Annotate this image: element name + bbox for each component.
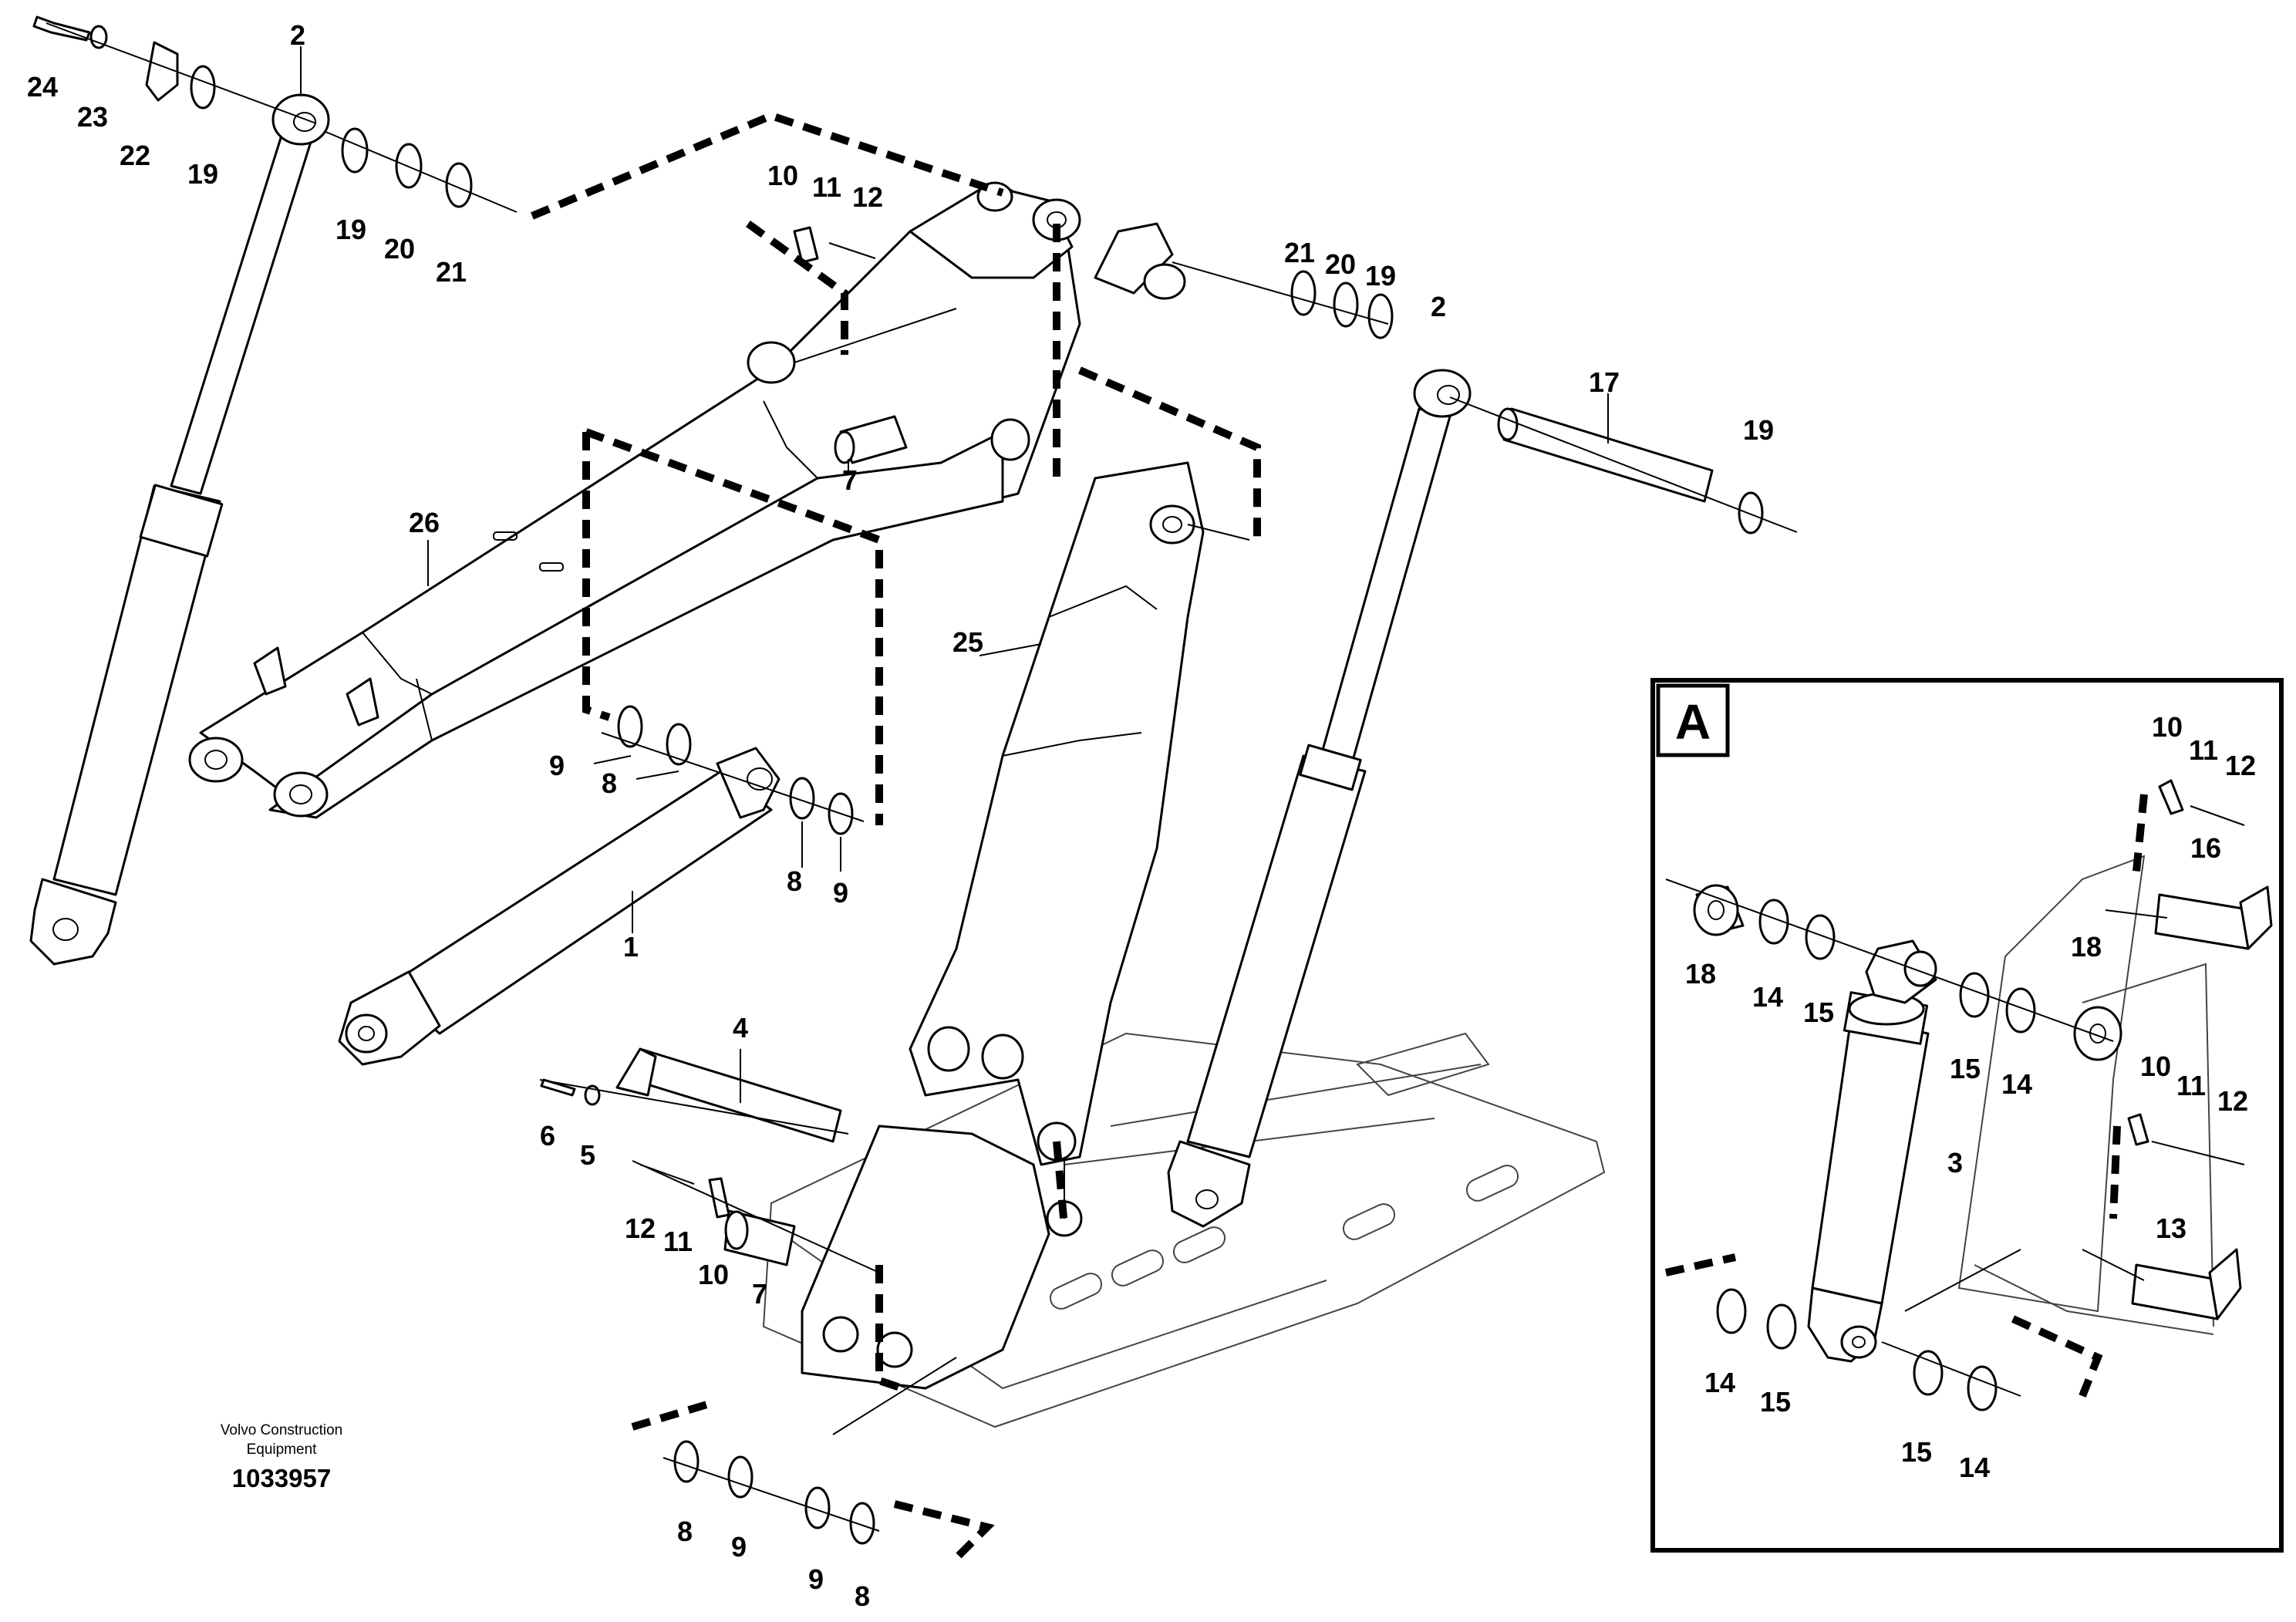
callout-23: 23 <box>77 101 108 133</box>
caption-subtitle: Equipment <box>247 1442 318 1458</box>
callout-19: 19 <box>1743 414 1774 446</box>
callout-21: 21 <box>1284 237 1315 268</box>
pin-4 <box>615 1047 842 1143</box>
washers <box>32 15 1764 1545</box>
callout-8: 8 <box>787 865 802 897</box>
callout-9: 9 <box>731 1531 747 1563</box>
callout-25: 25 <box>952 626 983 658</box>
callout-11: 11 <box>663 1226 693 1257</box>
callout-19: 19 <box>335 214 366 245</box>
callout-10: 10 <box>767 160 798 191</box>
callout-4: 4 <box>733 1012 748 1044</box>
callout-13: 13 <box>2156 1212 2186 1244</box>
callout-11: 11 <box>812 171 841 203</box>
arm-cylinder <box>338 747 781 1066</box>
callout-24: 24 <box>27 71 58 103</box>
callout-18: 18 <box>2071 931 2102 963</box>
callout-16: 16 <box>2190 832 2221 864</box>
boom-cylinder-right <box>1167 369 1472 1228</box>
callout-19: 19 <box>1365 260 1396 292</box>
figure-caption: Volvo Construction Equipment 1033957 <box>221 1422 342 1492</box>
inset-label: A <box>1675 694 1711 750</box>
caption-number: 1033957 <box>232 1464 331 1492</box>
inset-frame <box>1650 678 2284 1553</box>
callout-5: 5 <box>580 1139 595 1171</box>
pin-7-top <box>834 415 908 464</box>
callout-21: 21 <box>436 256 467 288</box>
callout-7: 7 <box>752 1278 767 1310</box>
boom-cylinder-left <box>29 93 330 966</box>
callout-14: 14 <box>1752 981 1783 1013</box>
callouts: 24 23 22 19 2 19 20 21 10 11 12 7 26 21 … <box>27 19 2256 1612</box>
callout-15: 15 <box>1901 1436 1932 1468</box>
callout-12: 12 <box>2217 1085 2248 1117</box>
callout-8: 8 <box>602 767 617 799</box>
callout-10: 10 <box>2140 1050 2171 1082</box>
callout-2: 2 <box>290 19 305 51</box>
inset-label-box <box>1656 683 1730 757</box>
callout-17: 17 <box>1589 366 1620 398</box>
callout-11: 11 <box>2176 1070 2206 1101</box>
callout-15: 15 <box>1760 1386 1791 1418</box>
callout-8: 8 <box>855 1580 870 1612</box>
callout-9: 9 <box>833 877 848 909</box>
callout-2: 2 <box>1431 291 1446 322</box>
callout-10: 10 <box>698 1259 729 1290</box>
callout-12: 12 <box>625 1212 656 1244</box>
callout-11: 11 <box>2189 734 2218 766</box>
inset-a: A <box>1650 678 2284 1553</box>
callout-12: 12 <box>2225 750 2256 781</box>
callout-26: 26 <box>409 507 440 538</box>
callout-18: 18 <box>1685 958 1716 990</box>
callout-14: 14 <box>1704 1367 1735 1398</box>
callout-9: 9 <box>549 750 565 781</box>
callout-10: 10 <box>2152 711 2183 743</box>
callout-20: 20 <box>1325 248 1356 280</box>
callout-19: 19 <box>187 158 218 190</box>
front-mount-bracket <box>801 1125 1083 1390</box>
boom-arm <box>188 181 1186 819</box>
callout-12: 12 <box>852 181 883 213</box>
callout-3: 3 <box>1947 1147 1963 1179</box>
callout-15: 15 <box>1950 1053 1981 1084</box>
callout-7: 7 <box>842 464 858 496</box>
callout-8: 8 <box>677 1516 693 1547</box>
callout-6: 6 <box>540 1120 555 1152</box>
callout-15: 15 <box>1803 996 1834 1028</box>
assembly-brackets <box>531 111 1261 1561</box>
arm-dipper <box>909 461 1205 1166</box>
callout-22: 22 <box>120 140 150 171</box>
callout-14: 14 <box>2001 1068 2032 1100</box>
callout-14: 14 <box>1959 1452 1990 1483</box>
callout-20: 20 <box>384 233 415 265</box>
callout-9: 9 <box>808 1563 824 1595</box>
caption-company: Volvo Construction <box>221 1422 342 1438</box>
pin-7-bottom <box>723 1209 796 1266</box>
callout-1: 1 <box>623 931 639 963</box>
leader-lines <box>46 22 1798 1532</box>
